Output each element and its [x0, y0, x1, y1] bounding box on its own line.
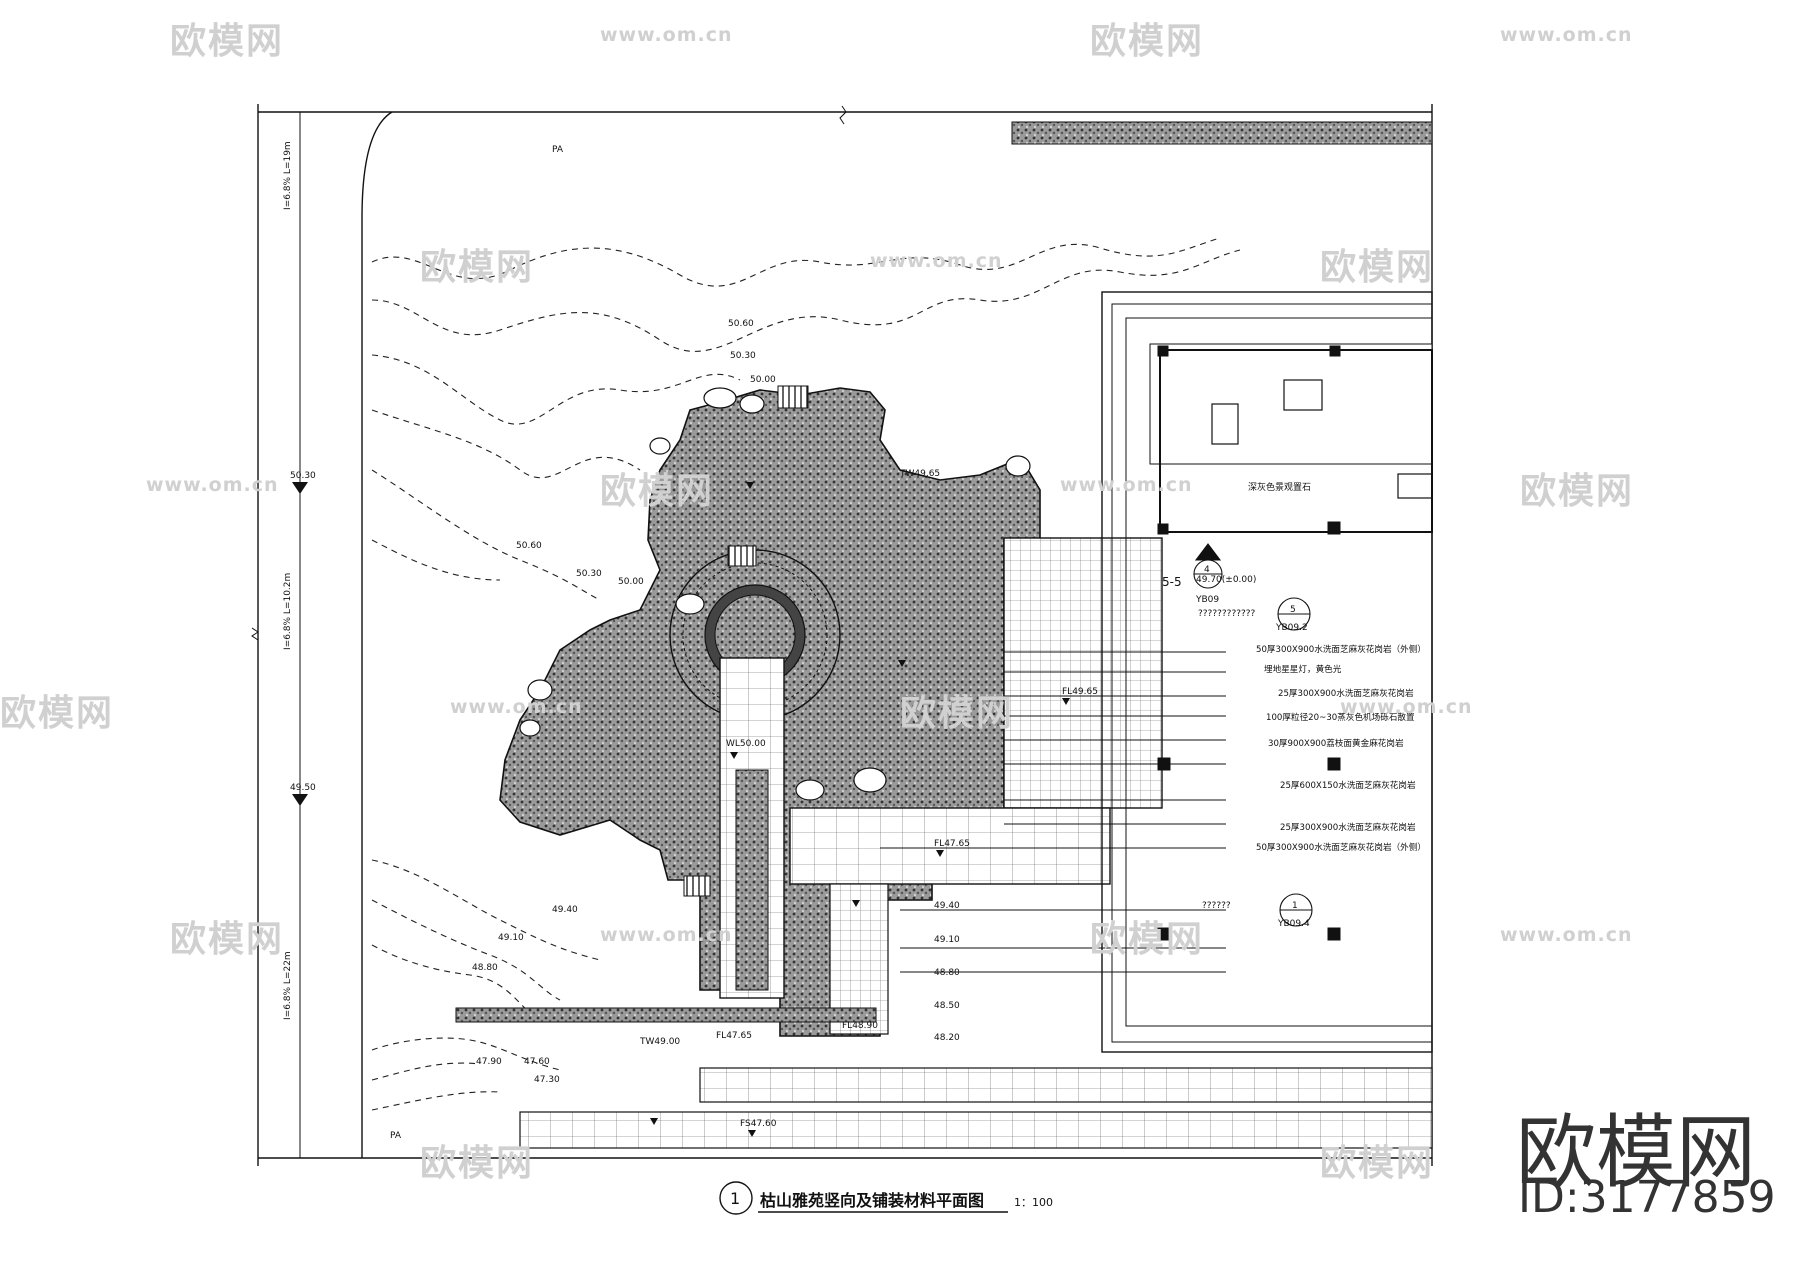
plaza-paving-lower: [789, 807, 1111, 885]
leader-lines: [880, 651, 1226, 973]
callout-a-sheet: YB09.2: [1275, 623, 1308, 633]
contour-lines: [371, 237, 1241, 1111]
watermark-brand: 欧模网: [420, 247, 535, 288]
bottom-paving-bands: [455, 1007, 1433, 1149]
central-path-strip: [735, 769, 769, 991]
slope-label-top: I=6.8% L=19m: [283, 141, 293, 210]
unknown-label-2: ??????: [1202, 901, 1231, 911]
unknown-label-1: ????????????: [1198, 609, 1256, 619]
watermark-url: www.om.cn: [450, 696, 583, 718]
watermark-url: www.om.cn: [146, 474, 279, 496]
title-text: 枯山雅苑竖向及铺装材料平面图: [760, 1191, 984, 1210]
watermark-url: www.om.cn: [1340, 696, 1473, 718]
callout-markers: [1193, 543, 1313, 927]
contour-elevation: 47.90: [476, 1057, 502, 1067]
wl-label-1: WL50.00: [726, 739, 766, 749]
fl-label-1: FL49.65: [1062, 687, 1098, 697]
model-id: ID:3177859: [1518, 1172, 1776, 1223]
title-number: 1: [730, 1189, 740, 1208]
site-boundary: [361, 111, 393, 1158]
watermark-url: www.om.cn: [1500, 924, 1633, 946]
watermark-brand: 欧模网: [170, 21, 285, 62]
contour-elevation: 50.00: [750, 375, 776, 385]
contour-elevation: 47.60: [524, 1057, 550, 1067]
tw-label-2: TW49.00: [639, 1037, 680, 1047]
contour-elevation: 49.10: [934, 935, 960, 945]
contour-elevation: 49.40: [934, 901, 960, 911]
fl-label-3: FL48.90: [842, 1021, 878, 1031]
material-label: 25厚300X900水洗面芝麻灰花岗岩: [1278, 687, 1414, 699]
section-ref: 4: [1204, 565, 1210, 575]
watermark-brand: 欧模网: [1090, 919, 1205, 960]
contour-elevation: 50.60: [516, 541, 542, 551]
contour-elevations: 50.60 50.30 50.00 50.60 50.30 50.00 49.4…: [472, 319, 960, 1085]
section-sheet: YB09: [1195, 595, 1219, 605]
contour-elevation: 49.40: [552, 905, 578, 915]
fl-label-5: FS47.60: [740, 1119, 777, 1129]
contour-elevation: 50.30: [730, 351, 756, 361]
building-footprint: [1101, 291, 1433, 1053]
watermark-brand: 欧模网: [1320, 247, 1435, 288]
contour-elevation: 50.00: [618, 577, 644, 587]
material-label: 50厚300X900水洗面芝麻灰花岗岩（外侧）: [1256, 643, 1426, 655]
hedge-top: [1011, 121, 1433, 145]
watermark-url: www.om.cn: [600, 924, 733, 946]
elevation-markers: [650, 482, 1070, 1137]
tw-label-1: TW49.65: [899, 469, 940, 479]
elev-left-2: 49.50: [290, 783, 316, 793]
watermark-brand: 欧模网: [1090, 21, 1205, 62]
pa-label-bottom: PA: [390, 1131, 402, 1141]
contour-elevation: 48.80: [472, 963, 498, 973]
callout-b-sheet: YB09.4: [1277, 919, 1310, 929]
section-label: 5-5: [1162, 575, 1182, 589]
watermark-url: www.om.cn: [600, 24, 733, 46]
stepping-stones: [683, 385, 809, 897]
slope-arrows: [292, 482, 308, 806]
callout-a-number: 5: [1290, 605, 1296, 615]
landscape-boulders: [519, 387, 1031, 801]
drawing-labels: PA PA I=6.8% L=19m I=6.8% L=10.2m I=6.8%…: [283, 141, 1311, 1141]
fl-label-4: FL47.65: [716, 1031, 752, 1041]
callout-b-number: 1: [1292, 901, 1298, 911]
elev-left-1: 50.30: [290, 471, 316, 481]
contour-elevation: 48.20: [934, 1033, 960, 1043]
material-label: 埋地星星灯，黄色光: [1264, 663, 1342, 675]
watermark-brand: 欧模网: [0, 693, 115, 734]
contour-elevation: 48.80: [934, 968, 960, 978]
contour-elevation: 50.60: [728, 319, 754, 329]
pa-label-top: PA: [552, 145, 564, 155]
material-label: 50厚300X900水洗面芝麻灰花岗岩（外侧）: [1256, 841, 1426, 853]
brand-logo-text: 欧模网: [1516, 1106, 1756, 1199]
watermark-url: www.om.cn: [1500, 24, 1633, 46]
watermark-brand: 欧模网: [1320, 1143, 1435, 1184]
datum-label: 49.70(±0.00): [1196, 575, 1256, 585]
material-label: 100厚粒径20~30蒸灰色机场砾石散置: [1266, 711, 1415, 723]
watermark-brand: 欧模网: [600, 471, 715, 512]
slope-label-bot: I=6.8% L=22m: [283, 951, 293, 1020]
watermark-url: www.om.cn: [1060, 474, 1193, 496]
material-callouts: 50厚300X900水洗面芝麻灰花岗岩（外侧） 埋地星星灯，黄色光 25厚300…: [1256, 643, 1426, 853]
title-scale: 1：100: [1014, 1196, 1053, 1209]
stone-label: 深灰色景观置石: [1248, 481, 1311, 493]
slope-label-mid: I=6.8% L=10.2m: [283, 573, 293, 650]
watermark-brand: 欧模网: [420, 1143, 535, 1184]
plaza-paving: [1003, 537, 1163, 809]
material-label: 25厚600X150水洗面芝麻灰花岗岩: [1280, 779, 1416, 791]
contour-elevation: 47.30: [534, 1075, 560, 1085]
material-label: 25厚300X900水洗面芝麻灰花岗岩: [1280, 821, 1416, 833]
contour-elevation: 50.30: [576, 569, 602, 579]
watermark-brand: 欧模网: [170, 919, 285, 960]
contour-elevation: 48.50: [934, 1001, 960, 1011]
watermark-brand: 欧模网: [1520, 471, 1635, 512]
watermark-brand: 欧模网: [900, 693, 1015, 734]
fl-label-2: FL47.65: [934, 839, 970, 849]
title-block: 1 枯山雅苑竖向及铺装材料平面图 1：100: [719, 1181, 1053, 1215]
material-label: 30厚900X900荔枝面黄金麻花岗岩: [1268, 737, 1404, 749]
watermark-url: www.om.cn: [870, 250, 1003, 272]
contour-elevation: 49.10: [498, 933, 524, 943]
